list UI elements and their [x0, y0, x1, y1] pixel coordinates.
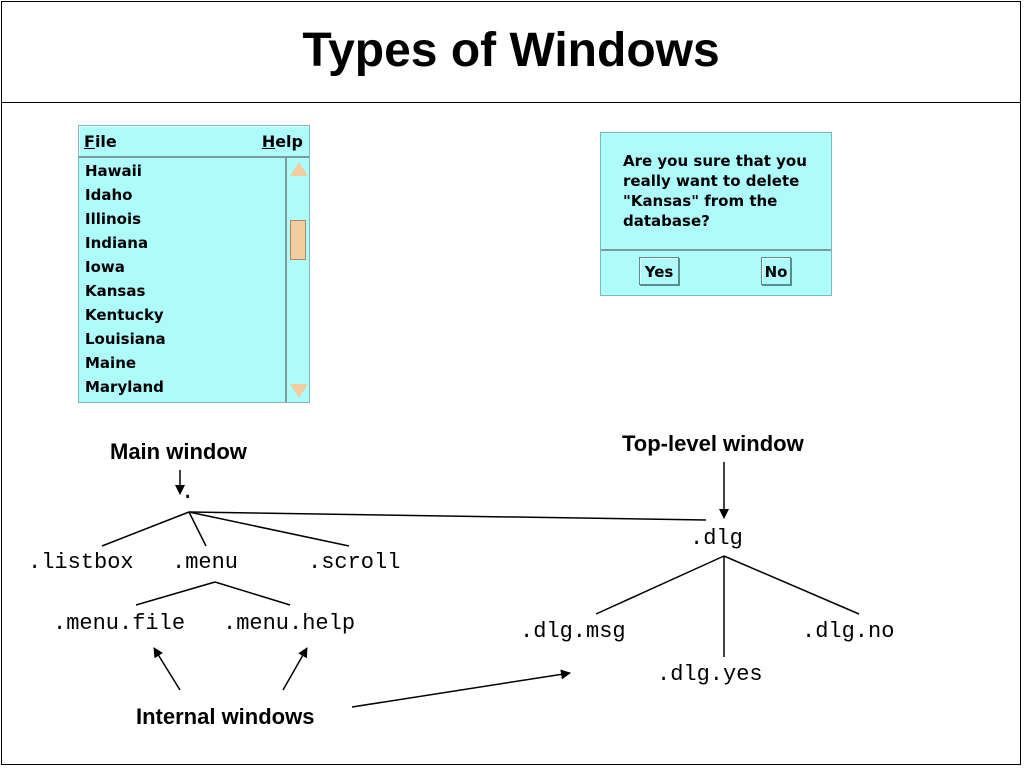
- tree-node-menu-help: .menu.help: [223, 611, 356, 636]
- internal-windows-label: Internal windows: [136, 704, 315, 729]
- no-button[interactable]: No: [761, 257, 791, 285]
- menu-help[interactable]: Help: [262, 132, 303, 151]
- main-window-mockup: File Help Hawaii Idaho Illinois Indiana …: [78, 125, 310, 403]
- main-window-label: Main window: [110, 439, 247, 464]
- edge-dlg-no: [723, 555, 860, 615]
- edge-root-dlg: [188, 511, 707, 521]
- tree-node-menu: .menu: [172, 550, 239, 575]
- list-item[interactable]: Maryland: [85, 378, 164, 396]
- menu-help-rest: elp: [275, 132, 303, 151]
- list-item[interactable]: Iowa: [85, 258, 125, 276]
- menubar: File Help: [79, 126, 309, 158]
- list-item[interactable]: Maine: [85, 354, 137, 372]
- list-item[interactable]: Indiana: [85, 234, 149, 252]
- edge-menu-file: [135, 581, 216, 606]
- tree-node-dlg-no: .dlg.no: [802, 619, 895, 644]
- tree-node-menu-file: .menu.file: [53, 611, 186, 636]
- tree-node-scroll: .scroll: [308, 550, 401, 575]
- menu-file[interactable]: File: [84, 132, 117, 151]
- tree-node-dlg-yes: .dlg.yes: [657, 662, 763, 687]
- top-level-window-label: Top-level window: [622, 431, 804, 456]
- dialog-message-area: Are you sure that you really want to del…: [601, 133, 831, 251]
- dialog-message: Are you sure that you really want to del…: [623, 152, 807, 230]
- internal-arrow-menu-help: [282, 647, 308, 691]
- internal-arrow-menu-file: [153, 647, 181, 691]
- list-item[interactable]: Hawaii: [85, 162, 142, 180]
- yes-button[interactable]: Yes: [639, 257, 679, 285]
- list-item[interactable]: Kentucky: [85, 306, 164, 324]
- edge-root-scroll: [188, 511, 350, 547]
- dialog-mockup: Are you sure that you really want to del…: [600, 132, 832, 296]
- internal-arrow-dlg: [351, 669, 571, 708]
- listbox[interactable]: Hawaii Idaho Illinois Indiana Iowa Kansa…: [79, 158, 287, 402]
- scroll-up-arrow-icon[interactable]: [290, 162, 308, 176]
- tree-node-root: .: [181, 480, 195, 505]
- tree-node-listbox: .listbox: [28, 550, 134, 575]
- slide-title: Types of Windows: [302, 24, 720, 77]
- edge-dlg-msg: [595, 555, 725, 615]
- list-item[interactable]: Kansas: [85, 282, 146, 300]
- title-bar: Types of Windows: [1, 1, 1021, 103]
- menu-help-mnemonic: H: [261, 132, 276, 151]
- list-item[interactable]: Illinois: [85, 210, 142, 228]
- tree-node-dlg: .dlg: [690, 526, 743, 551]
- scrollbar[interactable]: [287, 158, 309, 402]
- scroll-down-arrow-icon[interactable]: [290, 384, 308, 398]
- edge-root-menu: [188, 511, 207, 547]
- edge-menu-help: [214, 581, 291, 606]
- edge-root-listbox: [101, 511, 190, 547]
- list-item[interactable]: Louisiana: [85, 330, 166, 348]
- list-item[interactable]: Idaho: [85, 186, 133, 204]
- tree-node-dlg-msg: .dlg.msg: [520, 619, 626, 644]
- menu-file-mnemonic: F: [84, 132, 95, 151]
- scroll-thumb[interactable]: [290, 220, 306, 260]
- menu-file-rest: ile: [94, 132, 117, 151]
